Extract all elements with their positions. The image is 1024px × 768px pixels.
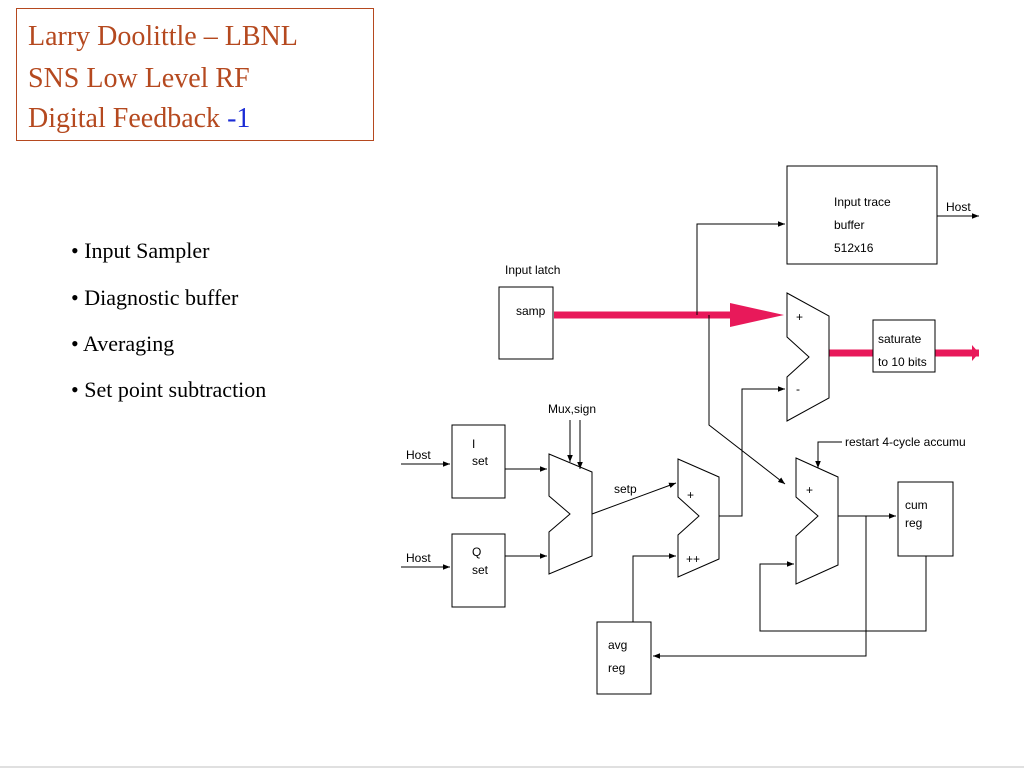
subtractor (786, 292, 830, 422)
mux-sign-label: Mux,sign (548, 402, 596, 416)
accumulator-input-wire (708, 315, 786, 485)
q-set-label-2: set (472, 563, 489, 577)
restart-arrow (815, 441, 842, 468)
adder-plus: + (687, 488, 694, 502)
title-line-1: Larry Doolittle – LBNL (28, 21, 298, 52)
i-set-label-1: I (472, 437, 475, 451)
i-set-register (451, 424, 506, 499)
host-q-label: Host (406, 551, 431, 565)
i-set-label-2: set (472, 454, 489, 468)
trace-tap-wire (696, 221, 785, 315)
title-line-3-text: Digital Feedback (28, 103, 228, 134)
cum-label-2: reg (905, 516, 922, 530)
subtractor-minus: - (796, 382, 800, 396)
title-line-3: Digital Feedback -1 (28, 105, 250, 133)
bottom-divider (0, 766, 1024, 768)
input-latch-label: Input latch (505, 263, 560, 277)
data-path-arrowhead (730, 303, 784, 327)
bullet-item: • Averaging (71, 331, 175, 356)
title-line-2: SNS Low Level RF (28, 63, 250, 94)
avg-load-wire (653, 516, 867, 659)
q-set-register (451, 533, 506, 608)
adder-plusplus: ++ (686, 552, 700, 566)
q-set-label-1: Q (472, 545, 481, 559)
title-box: Larry Doolittle – LBNL SNS Low Level RF … (16, 8, 374, 141)
cum-label-1: cum (905, 498, 928, 512)
host-output-label: Host (946, 200, 971, 214)
restart-label: restart 4-cycle accumu (845, 435, 966, 449)
saturate-label-2: to 10 bits (878, 355, 927, 369)
cum-feedback-wire (759, 556, 927, 632)
avg-feedback-wire (632, 553, 676, 622)
setpoint-adder (677, 458, 720, 578)
saturate-label-1: saturate (878, 332, 922, 346)
trace-buffer-label-2: buffer (834, 218, 864, 232)
saturate-box (872, 319, 936, 373)
bullet-item: • Input Sampler (71, 238, 210, 263)
mux-block (548, 453, 593, 575)
avg-label-1: avg (608, 638, 627, 652)
accumulator-adder (795, 457, 839, 585)
subtractor-plus: + (796, 310, 803, 324)
samp-label: samp (516, 304, 546, 318)
accumulator-plus: + (806, 483, 813, 497)
setp-label: setp (614, 482, 637, 496)
trace-buffer-label-1: Input trace (834, 195, 891, 209)
avg-label-2: reg (608, 661, 625, 675)
setpoint-wire (719, 386, 785, 517)
bullet-item: • Set point subtraction (71, 377, 267, 402)
bullet-item: • Diagnostic buffer (71, 285, 239, 310)
output-arrowhead (972, 345, 979, 361)
avg-register (596, 621, 652, 695)
setp-arrow (591, 482, 677, 515)
trace-buffer-box (786, 165, 938, 265)
slide-number: -1 (227, 103, 251, 134)
trace-buffer-label-3: 512x16 (834, 241, 874, 255)
input-latch-box (498, 286, 554, 360)
host-i-label: Host (406, 448, 431, 462)
